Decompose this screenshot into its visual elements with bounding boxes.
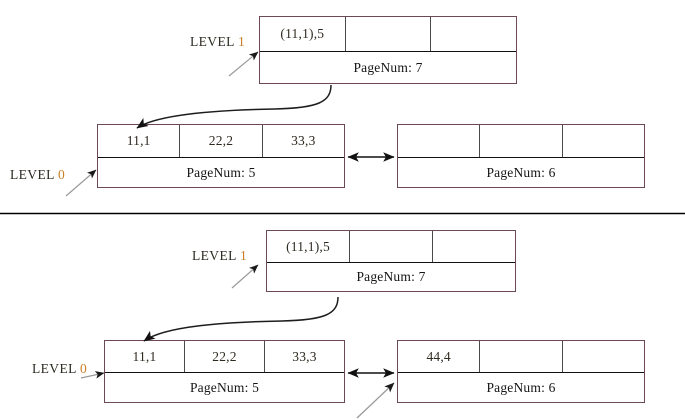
node-cells-row: (11,1),5 [267, 231, 515, 263]
cell-key-1[interactable] [480, 341, 563, 372]
cell-key-2[interactable]: 33,3 [291, 133, 316, 149]
cell-key-0[interactable]: (11,1),5 [267, 231, 350, 262]
cell-key-2[interactable] [563, 125, 644, 157]
level-label-word: LEVEL [32, 361, 77, 376]
level1-pointer-arrow-top [228, 51, 259, 77]
level-label-number: 0 [80, 361, 88, 376]
node-footer-pagenum: PageNum: 5 [186, 164, 256, 180]
cell-key-1[interactable]: 22,2 [185, 341, 265, 372]
node-footer-pagenum: PageNum: 7 [353, 59, 423, 75]
cell-key-1[interactable]: 22,2 [180, 125, 263, 157]
cell-key-0[interactable]: 11,1 [98, 125, 181, 157]
cell-key-0[interactable]: 44,4 [398, 341, 481, 372]
cell-key-1[interactable] [346, 17, 432, 51]
node-cells-row [398, 125, 644, 158]
level-label-word: LEVEL [10, 167, 55, 182]
cell-key-2[interactable] [563, 341, 644, 372]
node-level0-page5-top[interactable]: 11,1 22,2 33,3 PageNum: 5 [97, 124, 345, 188]
parent-to-child-curve-top [136, 84, 332, 129]
node-cells-row: 11,1 22,2 33,3 [98, 125, 344, 158]
level-label-number: 1 [240, 248, 248, 263]
level-label-number: 0 [58, 167, 66, 182]
level-label-level0-bottom: LEVEL 0 [32, 361, 87, 377]
cell-key-1[interactable] [480, 125, 563, 157]
cell-key-0[interactable]: 11,1 [105, 341, 185, 372]
parent-to-child-curve-bottom [143, 296, 339, 342]
node-level1-page7-top[interactable]: (11,1),5 PageNum: 7 [259, 16, 517, 84]
cell-key-1[interactable] [350, 231, 433, 262]
node-footer-pagenum: PageNum: 6 [486, 164, 556, 180]
node-cells-row: 11,1 22,2 33,3 [105, 341, 344, 373]
level-label-number: 1 [238, 34, 246, 49]
node-footer-pagenum: PageNum: 5 [189, 379, 260, 395]
cell-key-0[interactable]: (11,1),5 [260, 17, 346, 51]
node-cells-row: (11,1),5 [260, 17, 516, 52]
level1-pointer-arrow-bottom [231, 264, 259, 289]
cell-key-2[interactable]: 33,3 [292, 348, 317, 364]
new-page-pointer-arrow [356, 382, 395, 419]
node-level0-page6-bottom[interactable]: 44,4 PageNum: 6 [397, 340, 645, 403]
node-footer-pagenum: PageNum: 6 [486, 379, 556, 395]
level0-pointer-arrow-top [65, 169, 97, 197]
node-cells-row: 44,4 [398, 341, 644, 373]
level-label-word: LEVEL [192, 248, 237, 263]
node-level1-page7-bottom[interactable]: (11,1),5 PageNum: 7 [266, 230, 516, 292]
cell-key-2[interactable] [433, 231, 515, 262]
node-level0-page5-bottom[interactable]: 11,1 22,2 33,3 PageNum: 5 [104, 340, 345, 403]
cell-key-0[interactable] [398, 125, 481, 157]
node-footer-pagenum: PageNum: 7 [356, 269, 426, 284]
node-level0-page6-top[interactable]: PageNum: 6 [397, 124, 645, 188]
level-label-word: LEVEL [190, 34, 235, 49]
cell-key-2[interactable] [431, 17, 516, 51]
level-label-level1-bottom: LEVEL 1 [192, 248, 247, 264]
level-label-level0-top: LEVEL 0 [10, 167, 65, 183]
level-label-level1-top: LEVEL 1 [190, 34, 245, 50]
